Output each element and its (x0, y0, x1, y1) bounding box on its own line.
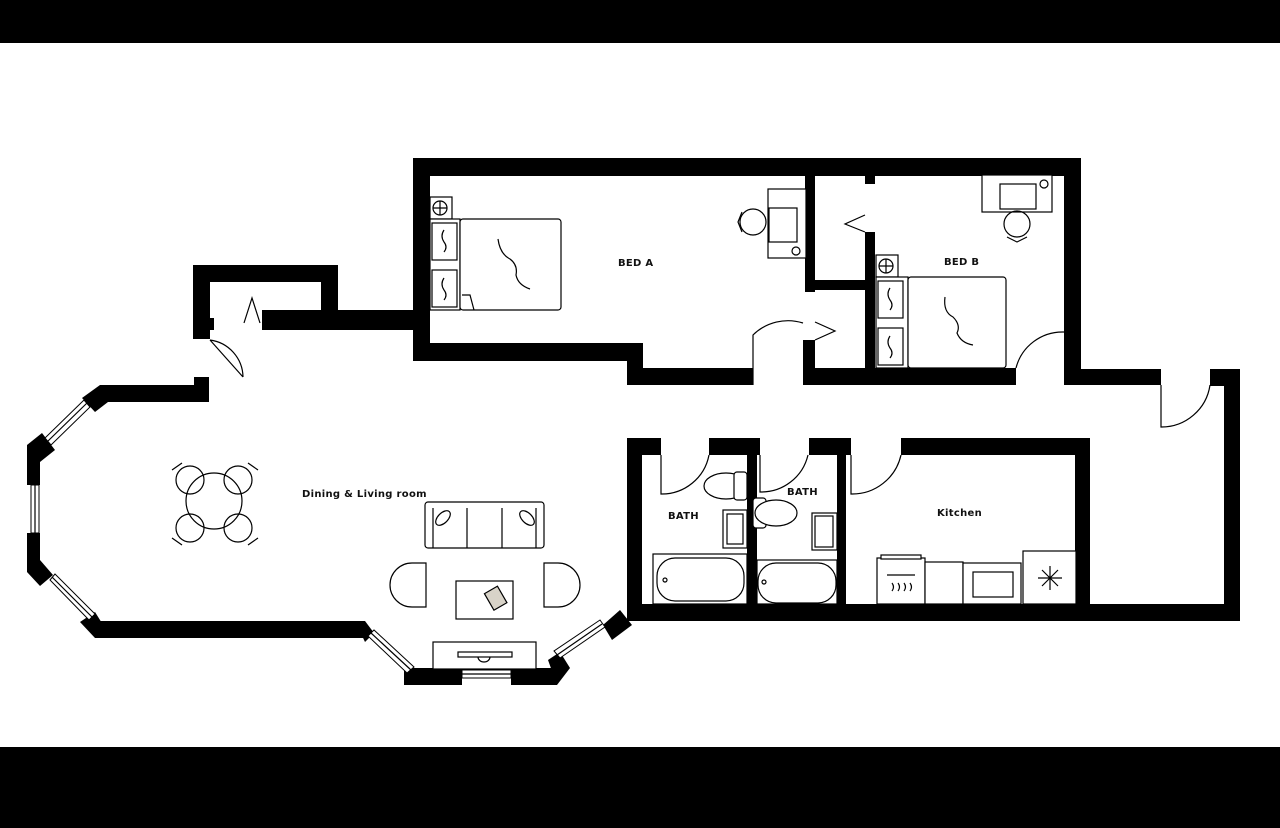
room-label-living: Dining & Living room (302, 489, 427, 500)
room-label-kitchen: Kitchen (937, 508, 983, 519)
letterbox-top (0, 0, 1280, 43)
doors (209, 214, 1211, 495)
walls (27, 158, 1240, 685)
kitchen-fixtures (876, 550, 1077, 605)
room-label-bath-1: BATH (668, 511, 699, 522)
bed-b-furniture (875, 174, 1053, 369)
bath-fixtures (652, 471, 838, 605)
floor-plan-drawing (27, 158, 1240, 685)
floor-plan: BED A BED B Dining & Living room BATH BA… (0, 43, 1280, 747)
bed-a-furniture (429, 188, 807, 311)
windows (30, 399, 606, 679)
room-label-bath-2: BATH (787, 487, 818, 498)
room-label-bed-b: BED B (944, 257, 980, 268)
living-furniture (171, 462, 581, 670)
letterbox-bottom (0, 747, 1280, 828)
room-label-bed-a: BED A (618, 258, 654, 269)
